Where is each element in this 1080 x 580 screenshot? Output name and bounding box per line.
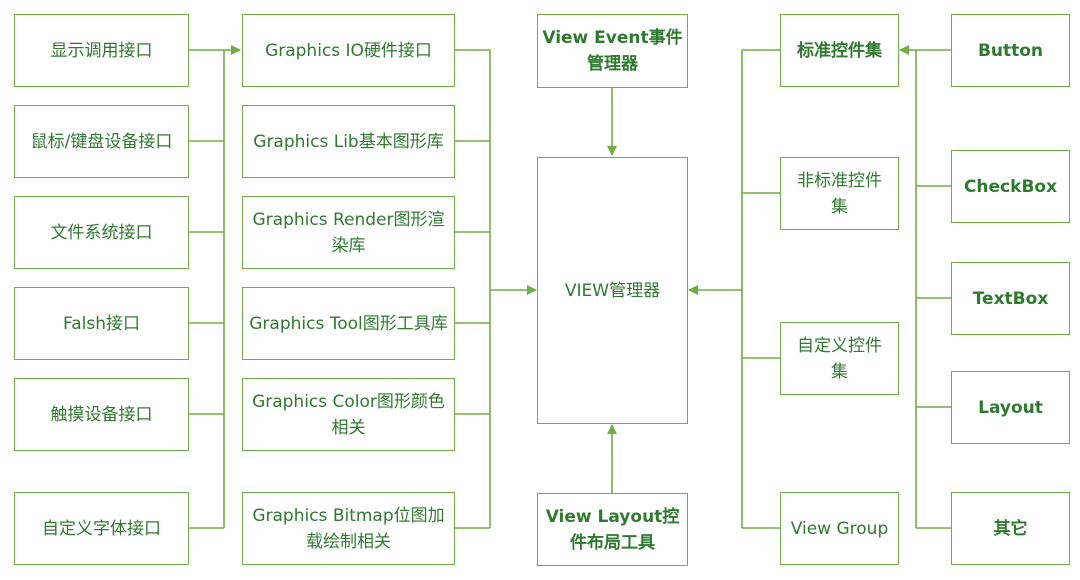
node-filesystem-interface: 文件系统接口 (14, 196, 189, 269)
node-graphics-io: Graphics IO硬件接口 (242, 14, 455, 87)
node-custom-controls: 自定义控件集 (780, 322, 899, 395)
node-view-group: View Group (780, 492, 899, 565)
node-mouse-keyboard-interface: 鼠标/键盘设备接口 (14, 105, 189, 178)
node-touch-interface: 触摸设备接口 (14, 378, 189, 451)
node-button: Button (951, 14, 1070, 87)
node-view-event-manager: View Event事件管理器 (537, 14, 688, 88)
node-nonstandard-controls: 非标准控件集 (780, 157, 899, 230)
node-standard-controls: 标准控件集 (780, 14, 899, 87)
node-graphics-lib: Graphics Lib基本图形库 (242, 105, 455, 178)
node-layout: Layout (951, 371, 1070, 444)
node-custom-font-interface: 自定义字体接口 (14, 492, 189, 565)
node-others: 其它 (951, 492, 1070, 565)
node-display-interface: 显示调用接口 (14, 14, 189, 87)
node-graphics-tool: Graphics Tool图形工具库 (242, 287, 455, 360)
node-checkbox: CheckBox (951, 150, 1070, 223)
node-graphics-color: Graphics Color图形颜色相关 (242, 378, 455, 451)
node-flash-interface: Falsh接口 (14, 287, 189, 360)
node-graphics-render: Graphics Render图形渲染库 (242, 196, 455, 269)
node-textbox: TextBox (951, 262, 1070, 335)
node-graphics-bitmap: Graphics Bitmap位图加载绘制相关 (242, 492, 455, 565)
node-view-layout-tool: View Layout控件布局工具 (537, 493, 688, 566)
node-view-manager: VIEW管理器 (537, 157, 688, 424)
